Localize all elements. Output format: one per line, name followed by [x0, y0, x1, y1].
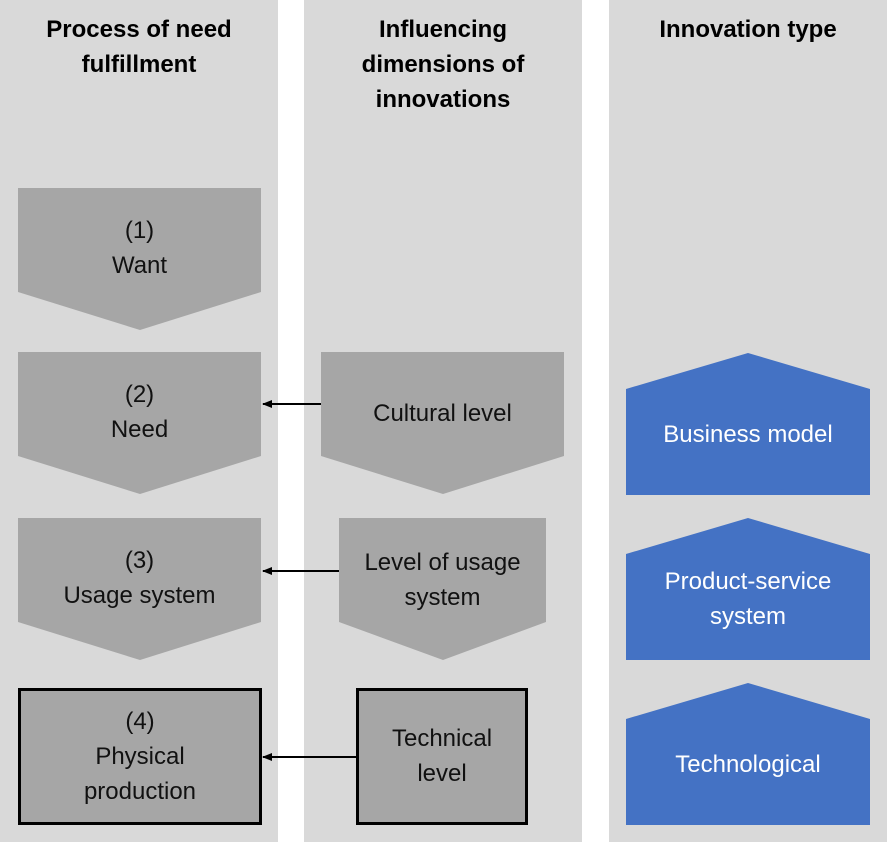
title-line: Innovation type [659, 16, 837, 43]
rect-shape [18, 688, 262, 825]
process-step-physical-production: (4) Physical production [18, 688, 262, 825]
innovation-technological: Technological [626, 683, 870, 825]
process-step-label: (4) Physical production [18, 704, 262, 809]
pentagon-shape [626, 353, 870, 495]
innovation-text: system [709, 603, 786, 630]
dimension-technical-level: Technical level [356, 688, 528, 825]
process-step-usage-system: (3) Usage system [18, 518, 261, 660]
column-innovation-title: Innovation type [609, 12, 887, 47]
dimension-text: Technical [391, 725, 493, 752]
column-influencing-title: Influencing dimensions of innovations [304, 12, 582, 117]
innovation-product-service-system: Product-service system [626, 518, 870, 660]
step-number: (4) [125, 708, 155, 735]
dimension-label: Level of usage system [339, 545, 546, 615]
dimension-text: Level of usage [364, 549, 521, 576]
step-number: (2) [124, 381, 155, 408]
pentagon-shape [626, 518, 870, 660]
process-step-need: (2) Need [18, 352, 261, 494]
chevron-shape [18, 188, 261, 330]
innovation-business-model: Business model [626, 353, 870, 495]
title-line: dimensions of [361, 51, 525, 78]
column-process-title: Process of need fulfillment [0, 12, 278, 82]
dimension-usage-system-level: Level of usage system [339, 518, 546, 660]
step-text: production [83, 778, 197, 805]
title-line: Influencing [379, 16, 507, 43]
process-step-label: (3) Usage system [18, 543, 261, 613]
title-line: Process of need [46, 16, 232, 43]
chevron-shape [18, 518, 261, 660]
step-text: Usage system [63, 582, 216, 609]
chevron-shape [339, 518, 546, 660]
process-step-label: (2) Need [18, 377, 261, 447]
step-number: (3) [124, 547, 155, 574]
dimension-label: Technical level [356, 721, 528, 791]
innovation-label: Business model [626, 417, 870, 452]
dimension-text: Cultural level [373, 400, 512, 427]
dimension-text: system [404, 584, 481, 611]
innovation-label: Product-service system [626, 564, 870, 634]
title-line: fulfillment [81, 51, 197, 78]
dimension-label: Cultural level [321, 396, 564, 431]
innovation-text: Product-service [664, 568, 832, 595]
chevron-shape [18, 352, 261, 494]
step-text: Physical [95, 743, 185, 770]
process-step-label: (1) Want [18, 213, 261, 283]
chevron-shape [321, 352, 564, 494]
dimension-cultural-level: Cultural level [321, 352, 564, 494]
pentagon-shape [626, 683, 870, 825]
step-text: Need [110, 416, 169, 443]
step-text: Want [111, 252, 168, 279]
innovation-label: Technological [626, 747, 870, 782]
title-line: innovations [375, 86, 511, 113]
process-step-want: (1) Want [18, 188, 261, 330]
dimension-text: level [417, 760, 467, 787]
step-number: (1) [124, 217, 155, 244]
innovation-text: Business model [663, 421, 833, 448]
rect-shape [356, 688, 528, 825]
innovation-text: Technological [675, 751, 821, 778]
